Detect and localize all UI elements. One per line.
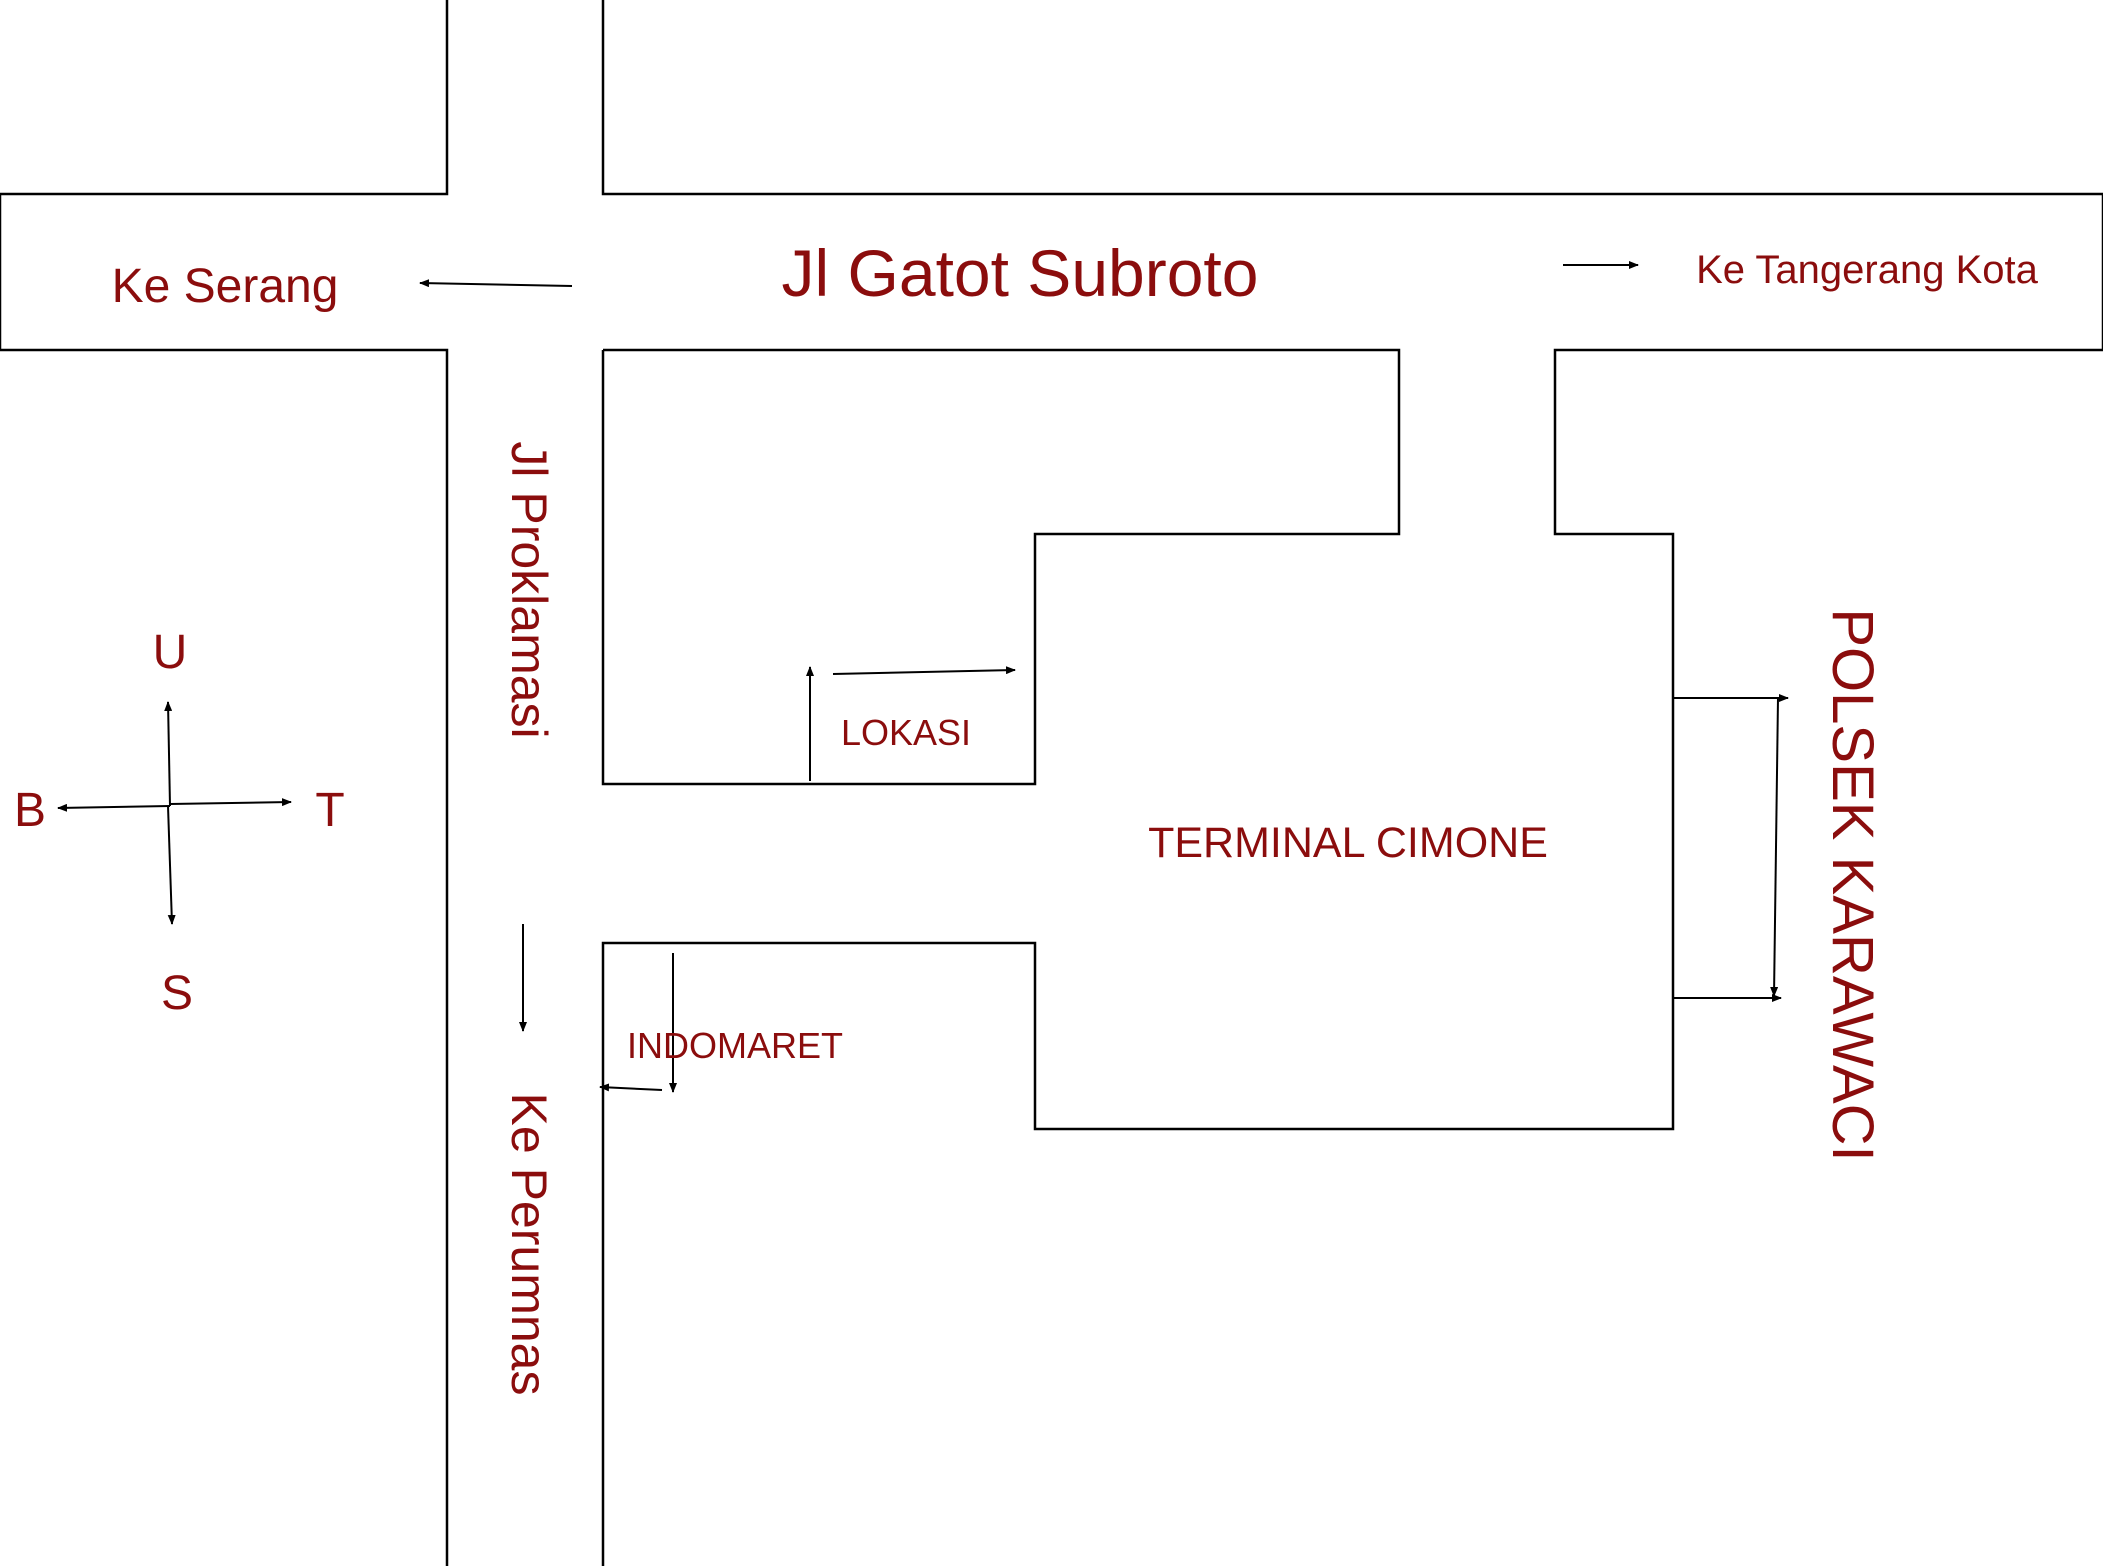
compass-arrow-east [169,798,292,807]
compass-arrow-north [164,701,173,807]
direction-label-perumnas: Ke Perumnas [501,1093,557,1396]
landmark-label-lokasi: LOKASI [841,712,971,753]
direction-label-serang: Ke Serang [112,260,339,313]
arrow-indomaret-west [599,1083,663,1092]
landmark-label-terminal: TERMINAL CIMONE [1148,819,1548,867]
road-edge-block [601,348,1401,786]
compass-south-label: S [161,967,193,1020]
direction-label-tangerang: Ke Tangerang Kota [1696,248,2039,292]
arrow-police-vertical [1770,697,1779,997]
street-label-proklamasi: Jl Proklamasi [501,441,557,738]
arrow-to-lokasi-east [832,666,1016,675]
street-label-gatot-subroto: Jl Gatot Subroto [782,236,1259,310]
compass-arrow-west [57,803,171,812]
landmark-label-indomaret: INDOMARET [627,1025,843,1066]
compass: U S B T [14,626,345,1020]
road-edge-northeast [601,0,2103,1566]
road-edge-northwest [0,0,449,1566]
landmark-label-polsek: POLSEK KARAWACI [1820,608,1885,1161]
arrows [419,261,1789,1093]
compass-arrow-south [167,805,176,925]
compass-west-label: B [14,784,46,837]
arrow-to-serang [419,279,573,288]
compass-north-label: U [153,626,188,679]
compass-east-label: T [315,784,344,837]
